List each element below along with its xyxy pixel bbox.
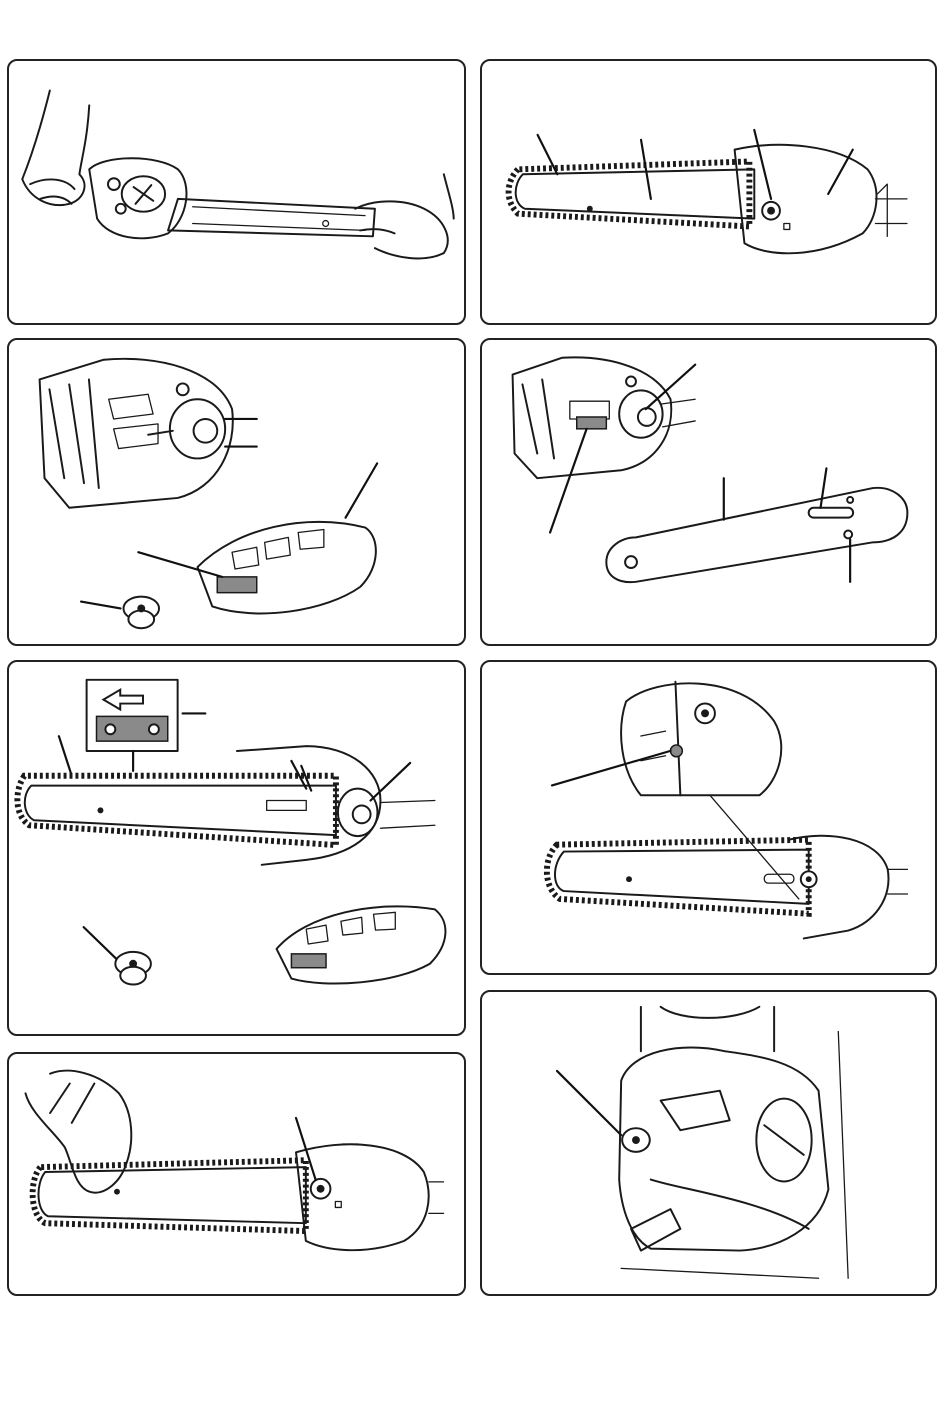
panel-fig7-check-tension	[7, 1052, 466, 1296]
illustration-remove-bar	[9, 61, 464, 323]
illustration-carburetor	[482, 992, 935, 1294]
panel-fig1-remove-bar	[7, 59, 466, 325]
panel-fig5-chain-direction	[7, 660, 466, 1036]
illustration-bar-chain	[482, 61, 935, 323]
panel-fig8-carburetor	[480, 990, 937, 1296]
illustration-sprocket-cover	[9, 340, 464, 644]
panel-fig2-bar-chain	[480, 59, 937, 325]
panel-fig6-tension-screw	[480, 660, 937, 975]
panel-fig3-sprocket-cover	[7, 338, 466, 646]
illustration-check-tension	[9, 1054, 464, 1294]
panel-fig4-mounting-studs	[480, 338, 937, 646]
illustration-mounting-studs	[482, 340, 935, 644]
illustration-chain-direction	[9, 662, 464, 1034]
illustration-tension-screw	[482, 662, 935, 973]
